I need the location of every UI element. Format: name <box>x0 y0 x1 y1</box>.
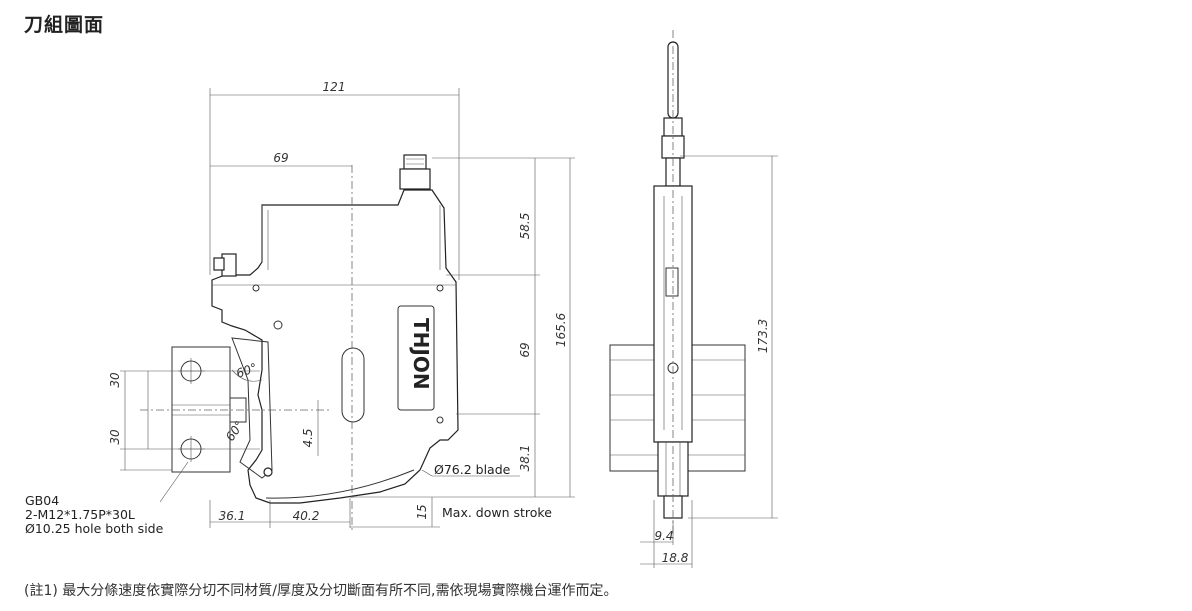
front-view: THJON 121 69 58.5 69 38.1 165.6 30 30 <box>25 45 575 536</box>
dim-height-middle: 69 <box>518 342 532 357</box>
dim-offset-right: 40.2 <box>293 509 320 523</box>
page-title: 刀組圖面 <box>24 14 105 36</box>
dim-side-height-total: 173.3 <box>756 319 770 353</box>
label-blade: Ø76.2 blade <box>434 462 511 477</box>
side-view: 173.3 9.4 18.8 <box>609 30 778 568</box>
dim-height-upper: 58.5 <box>518 213 532 240</box>
dim-hole-spacing-top: 30 <box>108 372 122 388</box>
blade-holder-body <box>211 189 459 504</box>
label-mount-model: GB04 <box>25 493 59 508</box>
brand-logo: THJON <box>409 318 433 390</box>
air-cable <box>331 47 414 159</box>
dim-angle-top: 60° <box>234 360 259 380</box>
dim-hole-spacing-bottom: 30 <box>108 429 122 445</box>
label-down-stroke: Max. down stroke <box>442 505 552 520</box>
dim-offset-left: 36.1 <box>219 509 246 523</box>
dim-side-width-outer: 18.8 <box>662 551 689 565</box>
dim-width-total: 121 <box>323 80 346 94</box>
logo-plate <box>397 305 435 411</box>
dim-height-total: 165.6 <box>554 312 568 347</box>
dim-down-stroke: 15 <box>415 504 429 519</box>
blade-wedge <box>231 337 273 479</box>
dim-height-lower: 38.1 <box>518 445 532 472</box>
label-mount-screw: 2-M12*1.75P*30L <box>25 507 135 522</box>
adjust-slot <box>341 347 365 423</box>
mount-plate <box>171 346 247 473</box>
cable-fitting <box>403 154 427 170</box>
dim-width-center: 69 <box>273 151 288 165</box>
dim-blade-offset: 4.5 <box>301 428 315 447</box>
footnote: (註1) 最大分條速度依實際分切不同材質/厚度及分切斷面有所不同,需依現場實際機… <box>24 583 618 599</box>
dim-side-width-inner: 9.4 <box>654 529 673 543</box>
label-mount-hole: Ø10.25 hole both side <box>25 521 164 536</box>
